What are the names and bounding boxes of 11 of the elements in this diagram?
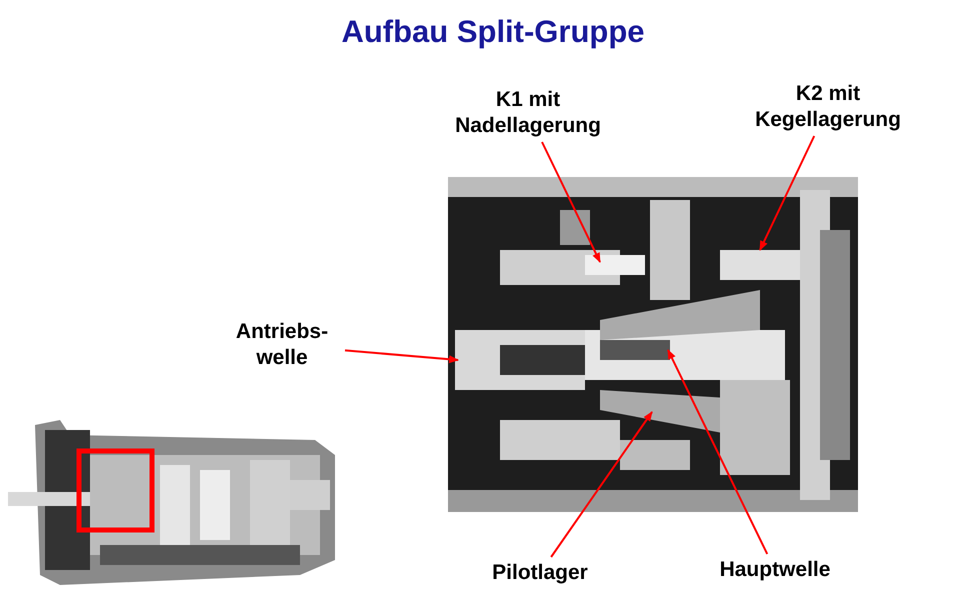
- leader-line: [759, 136, 816, 251]
- leader-line: [550, 411, 653, 558]
- leader-line: [344, 349, 459, 364]
- part-label: K2 mit Kegellagerung: [728, 81, 928, 133]
- part-label: Hauptwelle: [700, 557, 850, 583]
- part-label: Antriebs- welle: [222, 319, 342, 371]
- leader-line: [541, 142, 601, 263]
- part-label: K1 mit Nadellagerung: [438, 87, 618, 139]
- leader-line: [667, 349, 768, 554]
- title: Aufbau Split-Gruppe: [340, 14, 646, 50]
- part-label: Pilotlager: [470, 560, 610, 586]
